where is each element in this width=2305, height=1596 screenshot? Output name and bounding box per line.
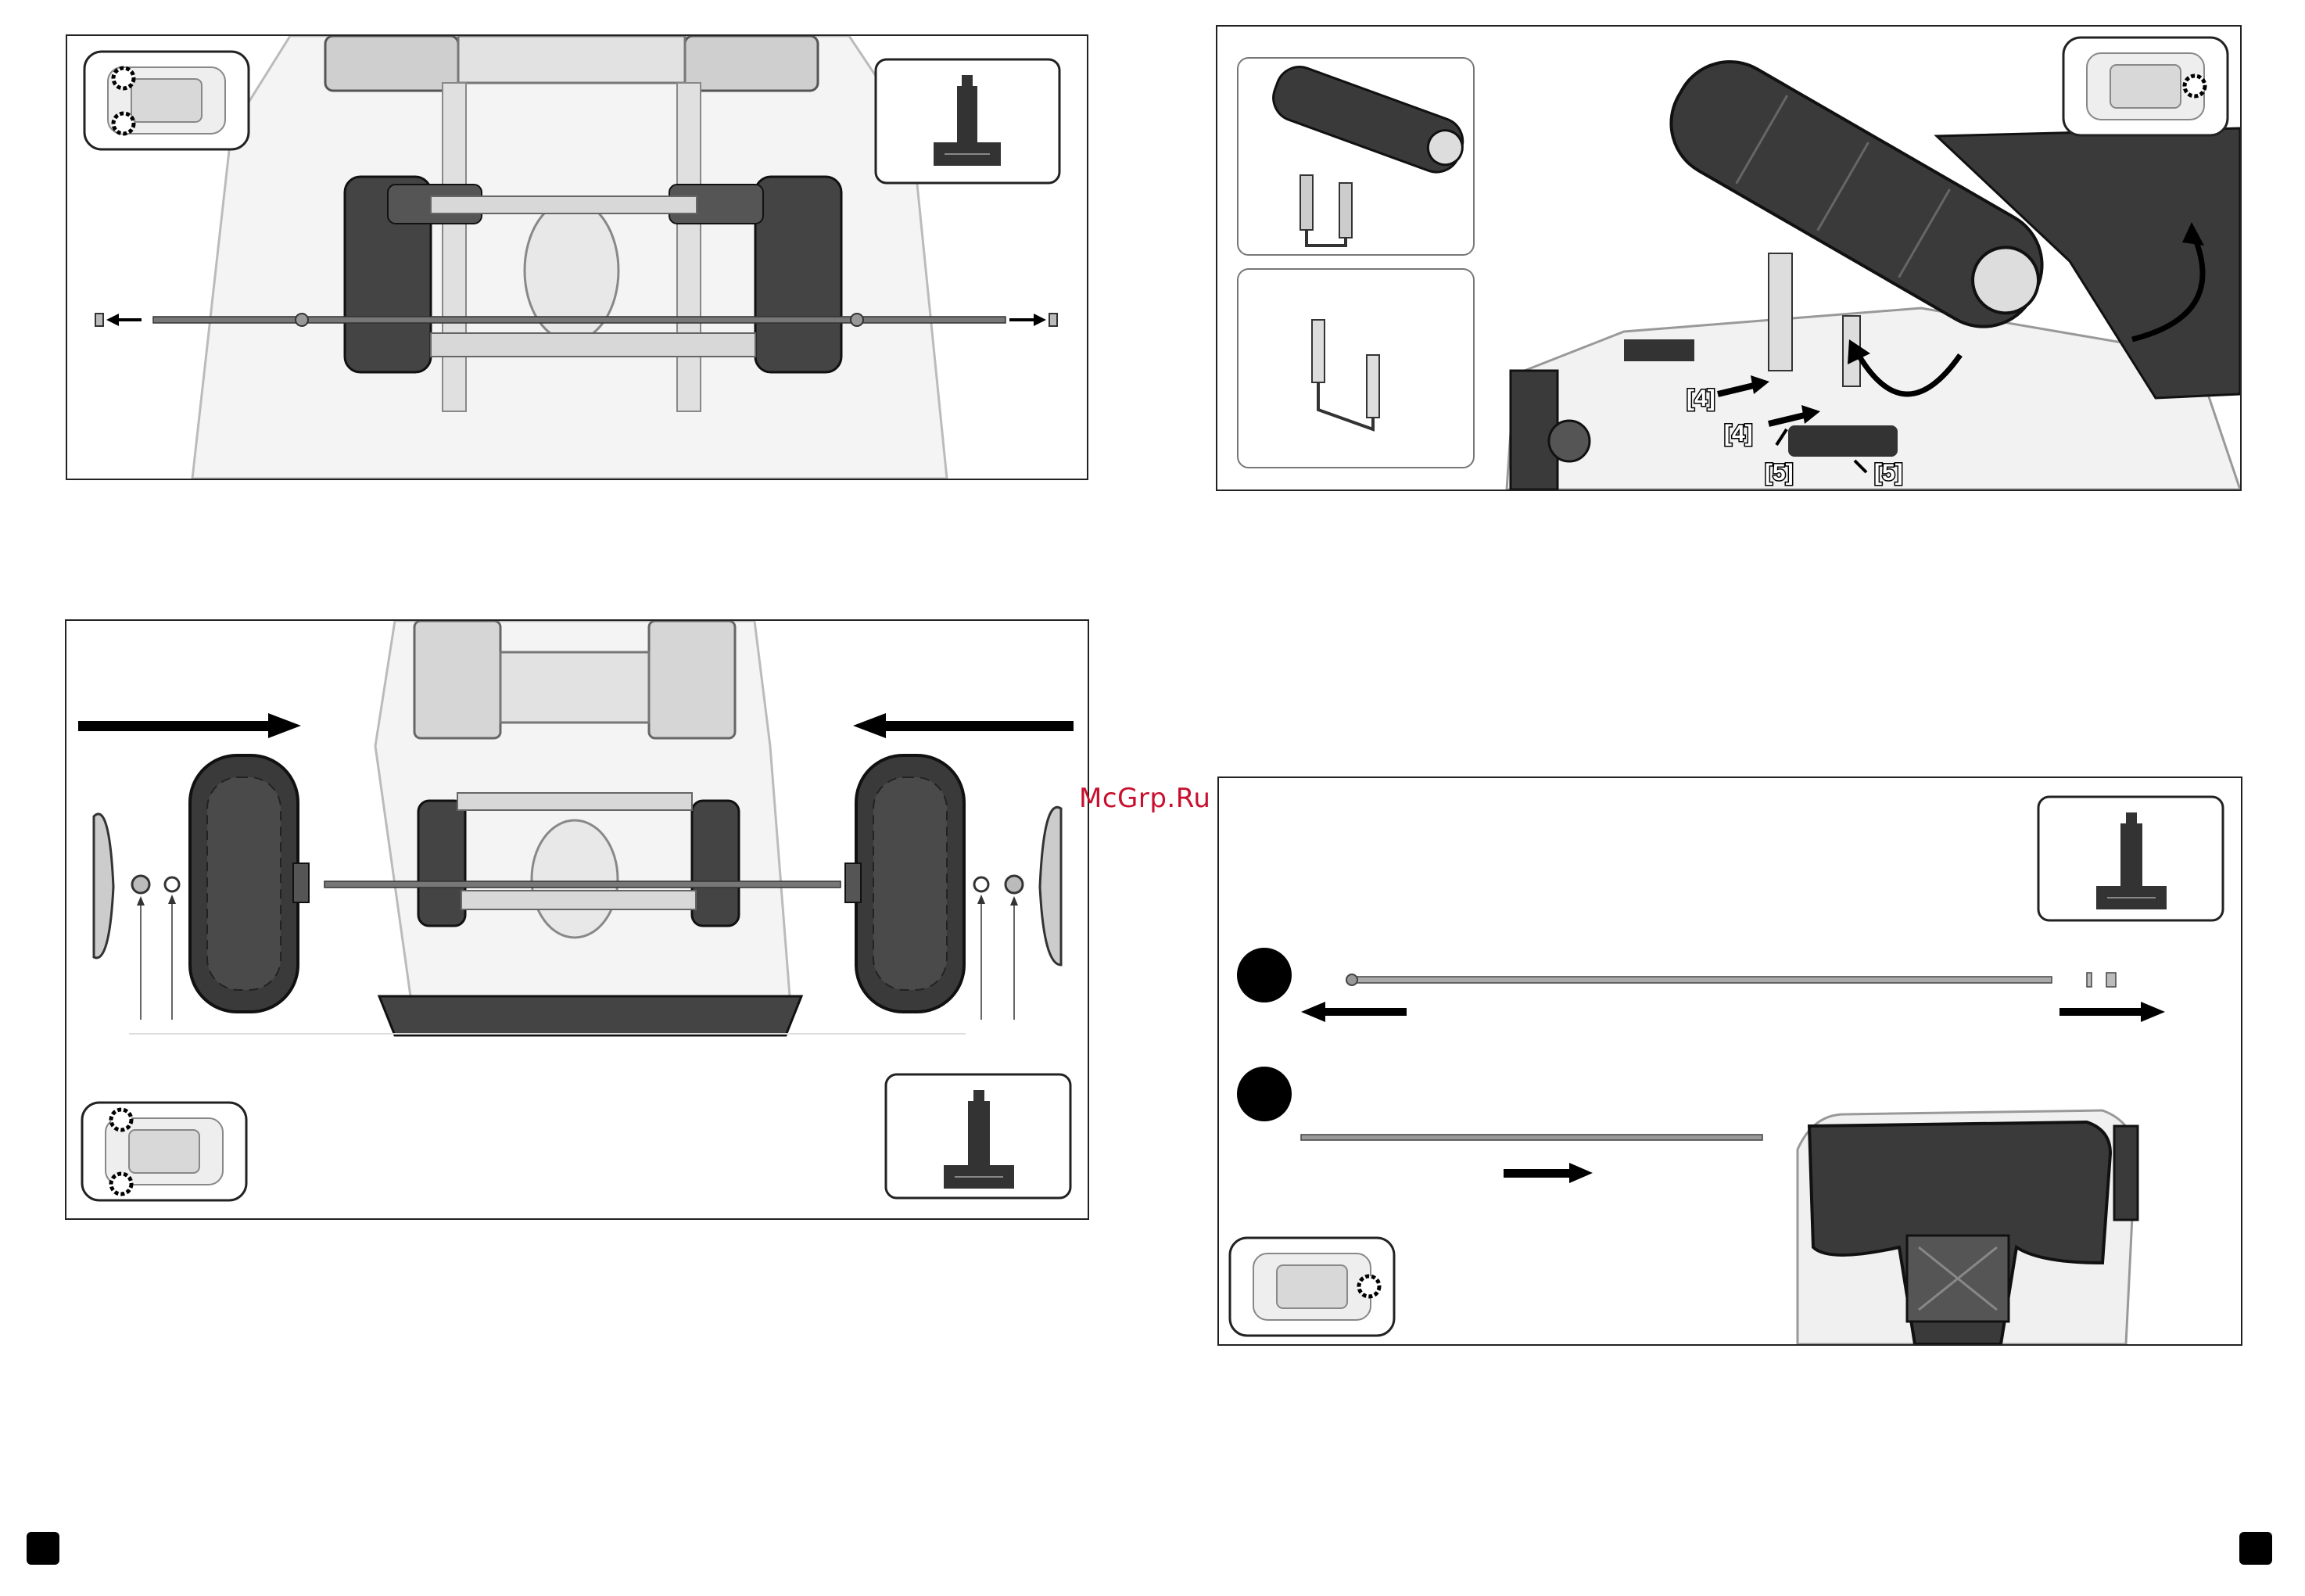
arrow-left-icon — [1301, 1002, 1407, 1022]
arrow-left-icon — [106, 314, 142, 326]
right-wheel — [845, 755, 964, 1012]
inset-u-bracket-part — [1238, 269, 1474, 468]
left-washer — [165, 877, 179, 891]
callout-label: [5] — [1874, 460, 1903, 486]
gear-icon — [111, 1110, 131, 1130]
callout-label: [4] — [1687, 386, 1715, 411]
arrow-right-icon — [1504, 1163, 1593, 1183]
gear-icon — [2185, 76, 2205, 96]
vehicle-top-view-icon — [1230, 1238, 1394, 1336]
gear-icon — [111, 1174, 131, 1194]
handle-assembly-illustration: [4] [4] [5] [5] — [1217, 27, 2240, 490]
rear-axle — [153, 317, 1006, 323]
inset-handle-part — [1238, 58, 1474, 255]
callout-label: [4] — [1724, 421, 1753, 447]
right-nut — [1006, 876, 1023, 893]
step-circle-icon — [1237, 948, 1292, 1002]
rear-wheels-mounting-illustration — [66, 621, 1088, 1218]
callout-label: [5] — [1765, 460, 1794, 486]
front-axle — [1301, 1135, 1762, 1140]
left-hubcap — [94, 814, 113, 958]
left-wheel — [190, 755, 309, 1012]
page-badge-left — [27, 1532, 59, 1565]
vehicle-top-view-icon — [2063, 38, 2228, 135]
watermark-text: McGrp.Ru — [1079, 783, 1210, 814]
front-axle-steps-illustration — [1219, 778, 2241, 1344]
t-wrench-tool-icon — [886, 1074, 1070, 1198]
arrow-right-icon — [2059, 1002, 2165, 1022]
left-nut — [132, 876, 149, 893]
panel-front-axle-steps — [1217, 776, 2242, 1346]
gear-icon — [1359, 1276, 1379, 1297]
gear-icon — [113, 113, 134, 134]
arrow-right-icon — [1009, 314, 1046, 326]
panel-handle-assembly: [4] [4] [5] [5] — [1216, 25, 2242, 491]
vehicle-top-view-icon — [82, 1103, 246, 1200]
gear-icon — [113, 68, 134, 88]
step-circle-icon — [1237, 1067, 1292, 1121]
rear-axle — [324, 881, 841, 888]
panel-rear-axle-removal — [66, 34, 1088, 480]
page-badge-right — [2239, 1532, 2272, 1565]
t-wrench-tool-icon — [876, 59, 1059, 183]
front-axle — [1348, 977, 2052, 983]
right-washer — [974, 877, 988, 891]
rear-axle-removal-illustration — [67, 36, 1087, 479]
t-wrench-tool-icon — [2038, 797, 2223, 920]
right-hubcap — [1040, 807, 1061, 965]
arrow-left-icon — [853, 713, 1074, 738]
panel-rear-wheels-mounting — [65, 619, 1089, 1220]
arrow-right-icon — [78, 713, 301, 738]
vehicle-top-view-icon — [84, 52, 249, 149]
